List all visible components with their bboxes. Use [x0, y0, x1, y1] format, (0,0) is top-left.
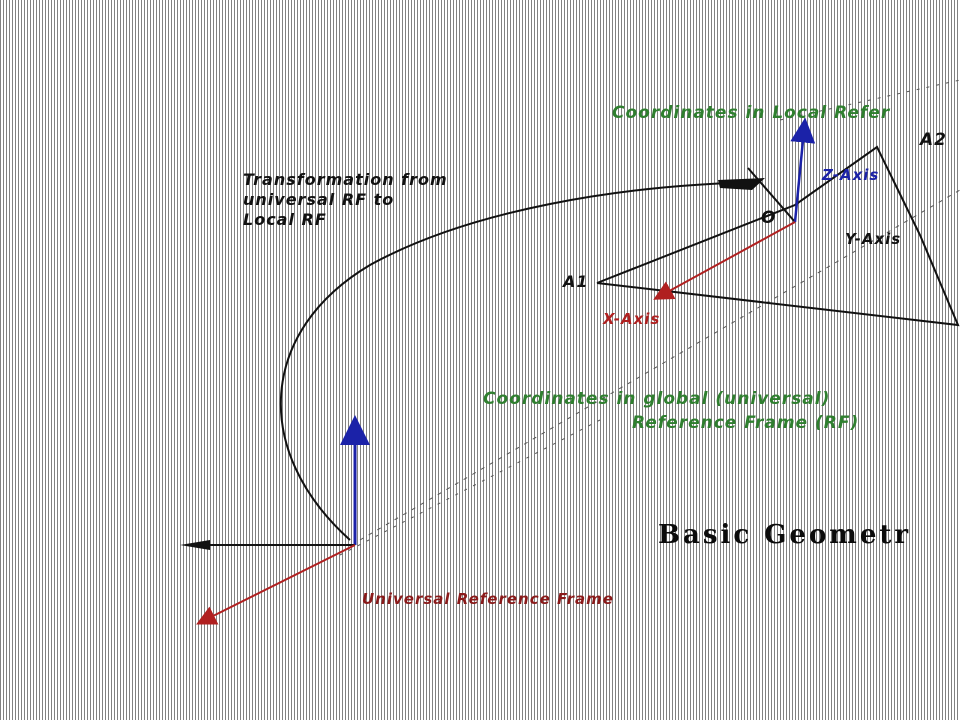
x-axis-label: X-Axis: [603, 310, 661, 328]
universal-rf-label: Universal Reference Frame: [362, 590, 614, 608]
universal-y-arrowhead: [180, 540, 210, 550]
transformation-label-line1: Transformation from: [243, 170, 448, 189]
point-a2-label: A2: [920, 130, 947, 150]
transformation-label-line3: Local RF: [243, 210, 327, 229]
point-a1-label: A1: [563, 272, 589, 291]
local-z-axis-arrow: [790, 117, 816, 223]
local-triangle: [596, 145, 960, 327]
local-coordinates-label: Coordinates in Local Refer: [612, 103, 891, 123]
local-x-axis-arrow: [653, 221, 796, 300]
z-axis-label: Z-Axis: [822, 166, 880, 184]
y-axis-label: Y-Axis: [845, 230, 902, 248]
global-coordinates-label-line2: Reference Frame (RF): [632, 413, 860, 433]
dashed-guide-line: [779, 79, 960, 121]
transformation-arc: [279, 181, 761, 541]
dashed-guide-line: [339, 419, 601, 556]
arc-arrowhead: [718, 178, 765, 190]
main-title: Basic Geometr: [658, 520, 912, 550]
global-coordinates-label-line1: Coordinates in global (universal): [483, 389, 831, 409]
universal-x-axis-arrow: [196, 544, 356, 625]
transformation-label-line2: universal RF to: [243, 190, 395, 209]
local-frame-line: [747, 167, 796, 223]
origin-label: O: [761, 208, 777, 228]
